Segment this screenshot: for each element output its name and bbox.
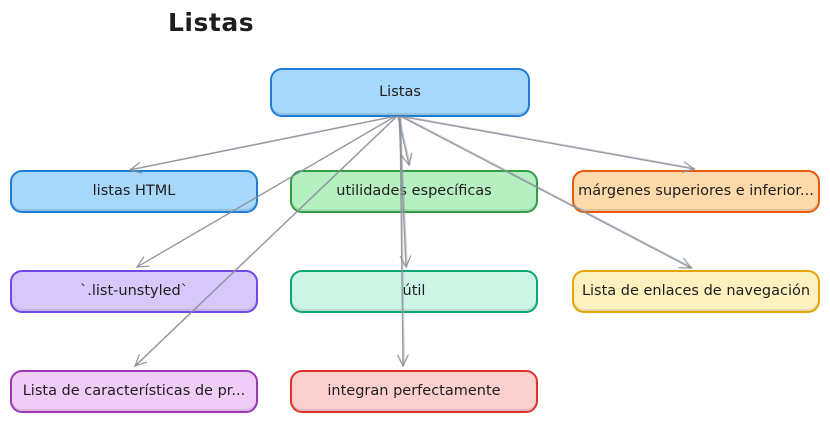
node-label-margenes: márgenes superiores e inferior... [578,182,814,199]
node-caracteristicas[interactable]: Lista de características de pr... [10,370,258,413]
node-list-unstyled[interactable]: `.list-unstyled` [10,270,258,313]
node-root[interactable]: Listas [270,68,530,117]
node-label-listas-html: listas HTML [92,182,176,199]
node-listas-html[interactable]: listas HTML [10,170,258,213]
node-label-utilidades: utilidades específicas [336,182,492,199]
node-margenes[interactable]: márgenes superiores e inferior... [572,170,820,213]
node-integran[interactable]: integran perfectamente [290,370,538,413]
node-label-enlaces: Lista de enlaces de navegación [581,282,811,299]
node-label-list-unstyled: `.list-unstyled` [80,282,188,299]
node-util[interactable]: útil [290,270,538,313]
node-label-root: Listas [379,83,421,100]
node-label-util: útil [402,282,426,299]
node-label-integran: integran perfectamente [327,382,501,399]
node-utilidades[interactable]: utilidades específicas [290,170,538,213]
diagram-title: Listas [168,8,255,37]
node-label-caracteristicas: Lista de características de pr... [22,382,246,399]
node-enlaces[interactable]: Lista de enlaces de navegación [572,270,820,313]
